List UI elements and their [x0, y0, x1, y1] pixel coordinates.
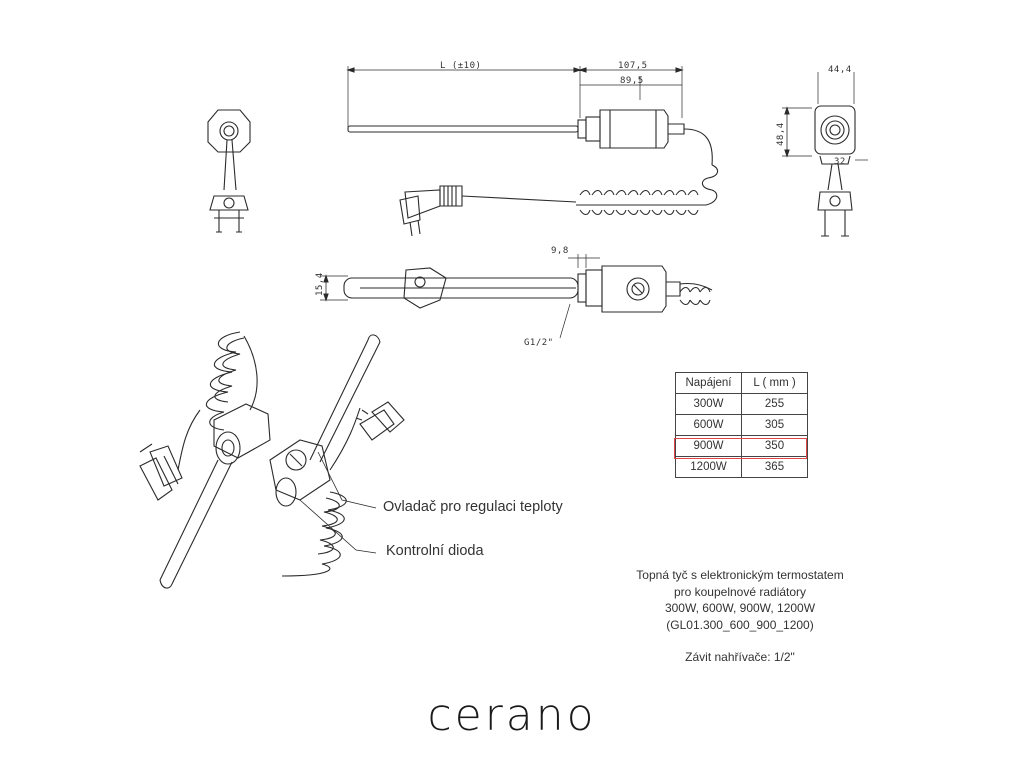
dim-height-label: 48,4	[776, 122, 786, 146]
column-header-power: Napájení	[675, 372, 742, 394]
product-description: Topná tyč s elektronickým termostatem pr…	[600, 567, 880, 666]
power-cell: 1200W	[675, 456, 742, 478]
dim-width-label: 44,4	[828, 65, 852, 75]
top-side-view	[346, 66, 719, 237]
right-end-view	[782, 72, 868, 237]
table-row: 1200W 365	[675, 456, 808, 478]
table-row: 300W 255	[675, 393, 808, 415]
length-cell: 350	[741, 435, 808, 457]
thermostat-callout: Ovladač pro regulaci teploty	[383, 499, 563, 515]
description-line: pro koupelnové radiátory	[673, 584, 807, 599]
thread-info: Závit nahřívače: 1/2"	[685, 650, 795, 664]
middle-side-view	[320, 254, 713, 339]
description-line: (GL01.300_600_900_1200)	[666, 617, 814, 632]
dim-total-label: 107,5	[618, 61, 648, 71]
length-cell: 365	[741, 456, 808, 478]
power-cell: 900W	[675, 435, 742, 457]
description-line: Topná tyč s elektronickým termostatem	[636, 568, 844, 582]
dim-offset-label: 9,8	[551, 246, 569, 256]
table-row-highlighted: 900W 350	[675, 435, 808, 457]
dim-rod-label: 15,4	[315, 272, 325, 296]
power-cell: 600W	[675, 414, 742, 436]
dim-side-label: 32	[834, 157, 846, 167]
brand-logo: cerano	[427, 690, 597, 741]
perspective-view	[139, 331, 405, 589]
table-row: 600W 305	[675, 414, 808, 436]
length-cell: 305	[741, 414, 808, 436]
length-cell: 255	[741, 393, 808, 415]
dim-length-label: L (±10)	[440, 61, 481, 71]
dim-body-label: 89,5	[620, 76, 644, 86]
description-line: 300W, 600W, 900W, 1200W	[664, 601, 816, 615]
power-cell: 300W	[675, 393, 742, 415]
left-end-view	[207, 109, 251, 233]
power-length-table: Napájení L ( mm ) 300W 255 600W 305 900W…	[675, 372, 808, 478]
diode-callout: Kontrolní dioda	[386, 543, 484, 559]
column-header-length: L ( mm )	[741, 372, 808, 394]
table-header-row: Napájení L ( mm )	[675, 372, 808, 394]
thread-label: G1/2"	[524, 338, 554, 348]
